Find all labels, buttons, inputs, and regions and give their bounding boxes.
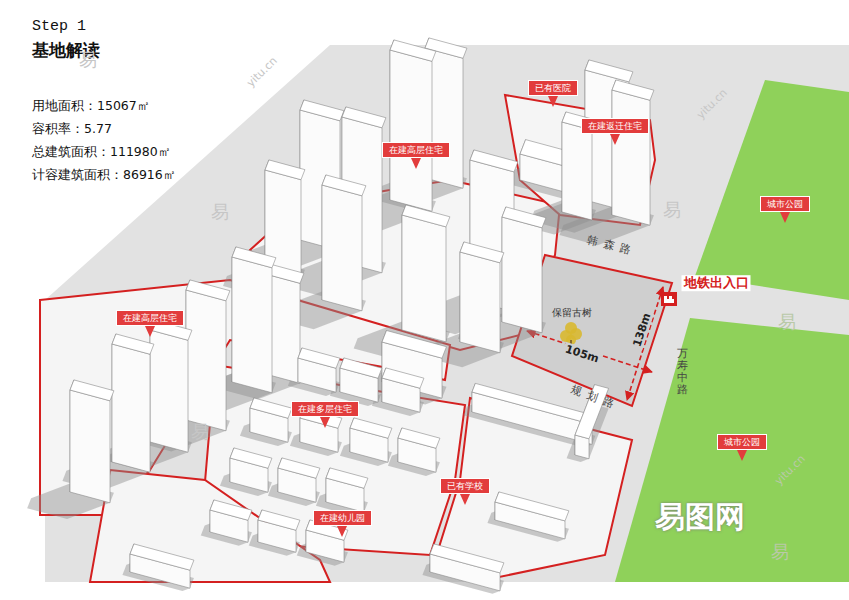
- watermark: yitu.cn: [244, 54, 280, 90]
- step-label: Step 1: [32, 18, 86, 36]
- watermark: 易: [79, 49, 97, 71]
- building-shadows: [27, 166, 654, 594]
- tree-label: 保留古树: [550, 307, 594, 319]
- stat-text: 总建筑面积：111980㎡: [32, 144, 171, 159]
- callout-box: 在建幼儿园: [313, 510, 372, 527]
- watermark: 易: [778, 311, 796, 333]
- watermark: 易: [191, 421, 209, 443]
- metro-label: 地铁出入口: [682, 275, 751, 291]
- city-park: [615, 318, 849, 582]
- watermark: 易: [211, 201, 229, 223]
- callout-text: 在建多层住宅: [298, 404, 352, 414]
- callout-box: 在建返迁住宅: [581, 118, 649, 135]
- callout-text: 已有医院: [535, 83, 571, 93]
- callout-box: 在建高层住宅: [116, 310, 184, 327]
- road-name: 万寿中路: [677, 348, 688, 396]
- metro-icon: [661, 292, 677, 306]
- callout-text: 城市公园: [767, 199, 803, 209]
- road-ground: [45, 45, 849, 582]
- callout-box: 城市公园: [760, 196, 810, 213]
- callout-box: 已有医院: [528, 80, 578, 97]
- watermark: 易图网: [655, 499, 745, 535]
- callout-text: 在建幼儿园: [320, 513, 365, 523]
- callout-text: 在建高层住宅: [389, 145, 443, 155]
- watermark: 易: [771, 541, 789, 563]
- city-park: [695, 80, 849, 300]
- watermark: 易: [663, 199, 681, 221]
- dimension-line: [627, 287, 663, 400]
- stat-text: 容积率：5.77: [32, 121, 112, 136]
- callout-text: 在建返迁住宅: [588, 121, 642, 131]
- callout-box: 在建高层住宅: [382, 142, 450, 159]
- callout-box: 在建多层住宅: [291, 401, 359, 418]
- callout-box: 城市公园: [717, 434, 767, 451]
- stat-text: 计容建筑面积：86916㎡: [32, 167, 176, 182]
- callout-text: 城市公园: [724, 437, 760, 447]
- callout-text: 在建高层住宅: [123, 313, 177, 323]
- callout-text: 已有学校: [447, 481, 483, 491]
- stat-text: 用地面积：15067㎡: [32, 98, 150, 113]
- callout-box: 已有学校: [440, 478, 490, 495]
- buildings: [70, 38, 654, 591]
